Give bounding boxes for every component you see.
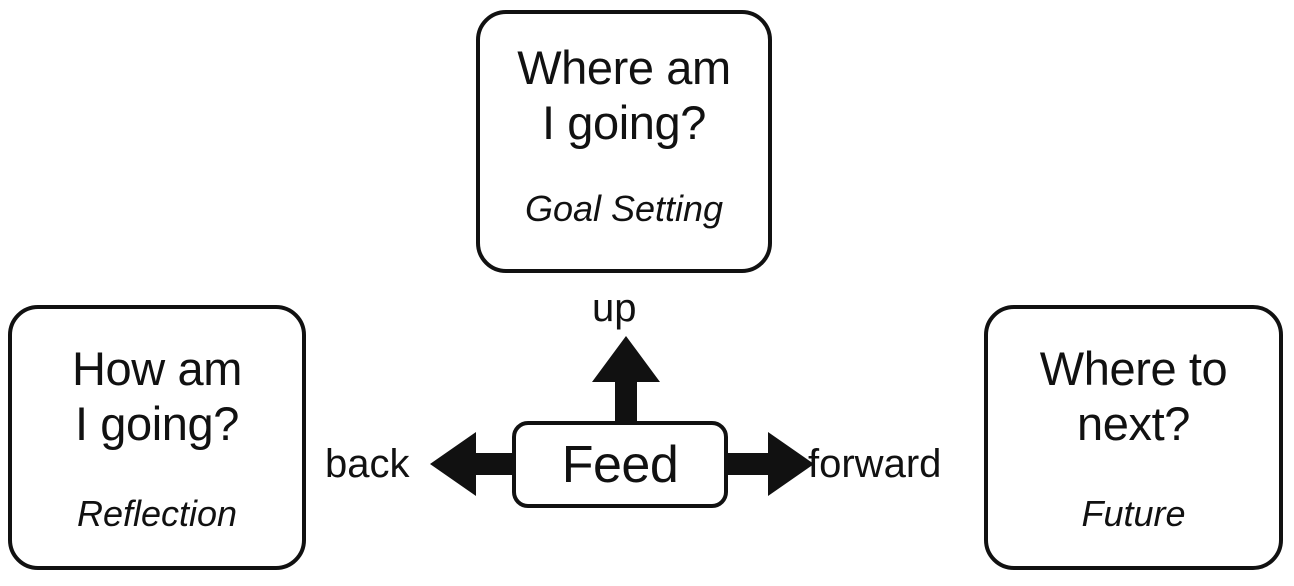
box-future: Where to next? Future: [984, 305, 1283, 570]
box-future-subtitle: Future: [1081, 492, 1186, 534]
box-goal-setting-line1: Where am: [517, 41, 731, 94]
box-goal-setting: Where am I going? Goal Setting: [476, 10, 772, 273]
arrow-left-icon: [430, 432, 520, 496]
arrow-label-back: back: [325, 442, 410, 486]
box-reflection-line2: I going?: [74, 397, 240, 451]
box-goal-setting-line2: I going?: [541, 96, 707, 150]
box-reflection: How am I going? Reflection: [8, 305, 306, 570]
arrow-right-icon: [724, 432, 814, 496]
box-reflection-line1: How am: [72, 342, 242, 395]
box-reflection-subtitle: Reflection: [76, 492, 238, 534]
arrow-up-icon: [592, 336, 660, 426]
box-feed: Feed: [512, 421, 728, 508]
arrow-label-forward: forward: [808, 442, 942, 486]
arrow-label-up: up: [592, 286, 637, 330]
feed-label: Feed: [561, 435, 679, 494]
box-goal-setting-subtitle: Goal Setting: [524, 187, 724, 229]
box-future-line2: next?: [1077, 397, 1190, 451]
box-future-line1: Where to: [1039, 342, 1228, 395]
